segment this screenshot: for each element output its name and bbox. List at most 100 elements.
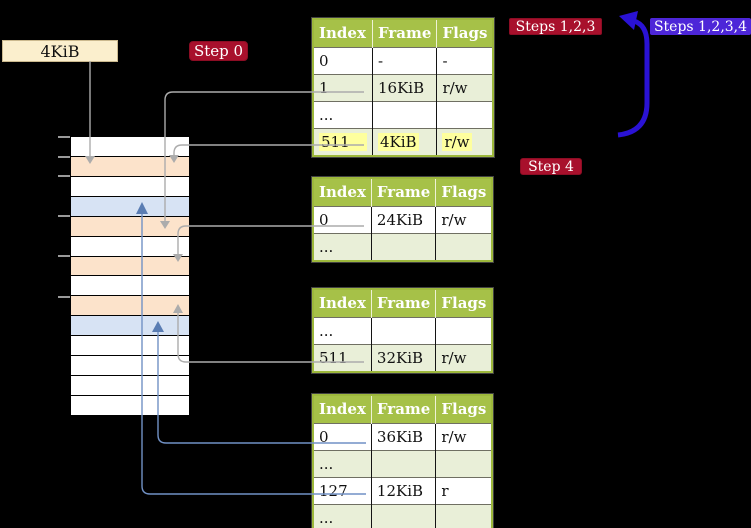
- header-flags: Flags: [435, 289, 493, 318]
- step0-badge: Step 0: [189, 41, 248, 61]
- header-frame: Frame: [371, 178, 437, 207]
- memory-row: [71, 176, 189, 197]
- steps-1234-badge: Steps 1,2,3,4: [650, 18, 751, 35]
- cell-flags: r/w: [435, 206, 493, 234]
- table-row-highlighted: 511 4KiB r/w: [313, 128, 494, 156]
- steps-123-badge: Steps 1,2,3: [509, 18, 602, 35]
- header-flags: Flags: [435, 395, 493, 424]
- table-row: 0 36KiB r/w: [313, 423, 493, 451]
- cell-index: 0: [313, 206, 372, 234]
- step4-text: Step 4: [528, 158, 574, 175]
- header-index: Index: [313, 19, 373, 48]
- cell-frame: 4KiB: [372, 128, 438, 156]
- header-flags: Flags: [435, 178, 493, 207]
- cell-flags: [435, 504, 493, 528]
- memory-row: [71, 376, 189, 396]
- cell-flags: [436, 101, 494, 129]
- page-table-1: Index Frame Flags 0 - - 1 16KiB r/w ... …: [312, 18, 495, 157]
- memory-row: [71, 196, 189, 217]
- header-index: Index: [313, 178, 372, 207]
- memory-tick: [58, 296, 70, 298]
- cell-index: 1: [313, 74, 373, 102]
- memory-row: [71, 356, 189, 377]
- cell-flags: -: [436, 47, 494, 75]
- header-index: Index: [313, 289, 372, 318]
- table-header-row: Index Frame Flags: [313, 395, 493, 424]
- cell-flags: r/w: [435, 423, 493, 451]
- memory-row: [71, 316, 189, 337]
- cell-flags: r/w: [436, 74, 494, 102]
- cell-frame: [371, 317, 437, 345]
- cell-flags: r/w: [436, 128, 494, 156]
- memory-row: [71, 256, 189, 277]
- memory-row: [71, 296, 189, 317]
- cell-index: 0: [313, 423, 372, 451]
- cell-frame: 32KiB: [371, 344, 437, 372]
- table-header-row: Index Frame Flags: [313, 289, 493, 318]
- cell-frame: [371, 504, 437, 528]
- cell-frame: 36KiB: [371, 423, 437, 451]
- header-frame: Frame: [371, 395, 437, 424]
- memory-tick: [58, 136, 70, 138]
- memory-row: [71, 336, 189, 357]
- table-row: 511 32KiB r/w: [313, 344, 493, 372]
- cell-flags: r/w: [435, 344, 493, 372]
- table-row: 1 16KiB r/w: [313, 74, 494, 102]
- steps-123-text: Steps 1,2,3: [515, 18, 596, 35]
- steps-cycle-arrowhead-icon: [619, 11, 638, 30]
- header-index: Index: [313, 395, 372, 424]
- cell-flags: [435, 233, 493, 261]
- table-row: ...: [313, 317, 493, 345]
- table-row: ...: [313, 101, 494, 129]
- memory-row: [71, 236, 189, 257]
- cell-frame: -: [372, 47, 438, 75]
- cell-index: 127: [313, 477, 372, 505]
- cell-frame: 12KiB: [371, 477, 437, 505]
- table-row: ...: [313, 450, 493, 478]
- physical-memory-column: [71, 137, 189, 415]
- memory-row: [71, 276, 189, 297]
- cell-index: 511: [313, 344, 372, 372]
- memory-row: [71, 216, 189, 237]
- page-size-label: 4KiB: [2, 40, 118, 62]
- page-table-4: Index Frame Flags 0 36KiB r/w ... 127 12…: [312, 394, 494, 528]
- cell-index: ...: [313, 317, 372, 345]
- page-table-3: Index Frame Flags ... 511 32KiB r/w: [312, 288, 494, 373]
- table-row: 0 - -: [313, 47, 494, 75]
- page-size-text: 4KiB: [40, 41, 80, 61]
- table-row: 127 12KiB r: [313, 477, 493, 505]
- table-row: ...: [313, 233, 493, 261]
- steps-1234-text: Steps 1,2,3,4: [653, 18, 748, 35]
- cell-flags: r: [435, 477, 493, 505]
- cell-index: ...: [313, 101, 373, 129]
- cell-frame: [371, 233, 437, 261]
- header-flags: Flags: [436, 19, 494, 48]
- table-header-row: Index Frame Flags: [313, 178, 493, 207]
- memory-tick: [58, 215, 70, 217]
- memory-row: [71, 156, 189, 177]
- cell-flags: [435, 317, 493, 345]
- memory-row: [71, 395, 189, 415]
- cell-frame: [371, 450, 437, 478]
- table-row: 0 24KiB r/w: [313, 206, 493, 234]
- cell-index: 0: [313, 47, 373, 75]
- memory-tick: [58, 156, 70, 158]
- memory-row: [71, 137, 189, 157]
- table-row: ...: [313, 504, 493, 528]
- table-header-row: Index Frame Flags: [313, 19, 494, 48]
- cell-flags: [435, 450, 493, 478]
- step4-badge: Step 4: [520, 158, 582, 175]
- header-frame: Frame: [372, 19, 438, 48]
- memory-tick: [58, 175, 70, 177]
- memory-tick: [58, 255, 70, 257]
- cell-index: 511: [313, 128, 373, 156]
- page-table-2: Index Frame Flags 0 24KiB r/w ...: [312, 177, 494, 262]
- step0-text: Step 0: [193, 42, 244, 60]
- cell-index: ...: [313, 504, 372, 528]
- header-frame: Frame: [371, 289, 437, 318]
- cell-index: ...: [313, 450, 372, 478]
- cell-frame: 24KiB: [371, 206, 437, 234]
- steps-cycle-arrow: [617, 18, 650, 138]
- cell-index: ...: [313, 233, 372, 261]
